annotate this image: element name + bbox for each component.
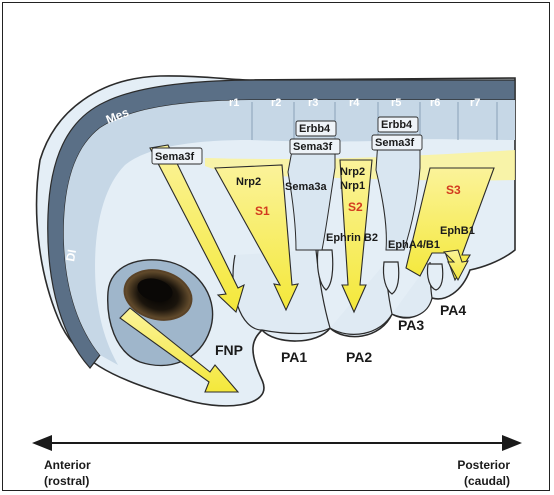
axis-label-posterior: Posterior xyxy=(457,458,510,472)
gene-label-nrp2-s2: Nrp2 xyxy=(340,166,365,178)
arch-label-pa3: PA3 xyxy=(398,317,424,333)
gene-label-erbb4-r5: Erbb4 xyxy=(381,119,413,131)
axis-label-posterior-sub: (caudal) xyxy=(464,474,510,488)
gene-label-epha4-b1: EphA4/B1 xyxy=(388,239,440,251)
rhombomere-label-r6: r6 xyxy=(430,97,440,109)
region-label-di: DI xyxy=(63,248,79,262)
gene-label-erbb4-r3: Erbb4 xyxy=(299,123,331,135)
rhombomere-label-r4: r4 xyxy=(349,97,360,109)
rhombomere-label-r5: r5 xyxy=(391,97,401,109)
axis-label-anterior: Anterior xyxy=(44,458,91,472)
gene-label-nrp1-s2: Nrp1 xyxy=(340,180,365,192)
arch-label-fnp: FNP xyxy=(215,342,243,358)
rhombomere-label-r3: r3 xyxy=(308,97,318,109)
stream-label-s2: S2 xyxy=(348,200,363,214)
gene-label-ephb1: EphB1 xyxy=(440,225,475,237)
arch-label-pa1: PA1 xyxy=(281,349,307,365)
rhombomere-label-r2: r2 xyxy=(271,97,281,109)
rhombomere-label-r1: r1 xyxy=(229,97,239,109)
gene-label-sema3f-r5: Sema3f xyxy=(375,137,414,149)
gene-label-sema3a: Sema3a xyxy=(285,181,327,193)
rhombomere-label-r7: r7 xyxy=(470,97,480,109)
gene-label-nrp2-s1: Nrp2 xyxy=(236,176,261,188)
arch-label-pa4: PA4 xyxy=(440,302,466,318)
gene-label-sema3f-r3: Sema3f xyxy=(293,141,332,153)
stream-label-s3: S3 xyxy=(446,183,461,197)
axis-label-anterior-sub: (rostral) xyxy=(44,474,89,488)
stream-label-s1: S1 xyxy=(255,204,270,218)
gene-label-sema3f-left: Sema3f xyxy=(155,151,194,163)
arch-label-pa2: PA2 xyxy=(346,349,372,365)
gene-label-ephrin-b2: Ephrin B2 xyxy=(326,232,378,244)
